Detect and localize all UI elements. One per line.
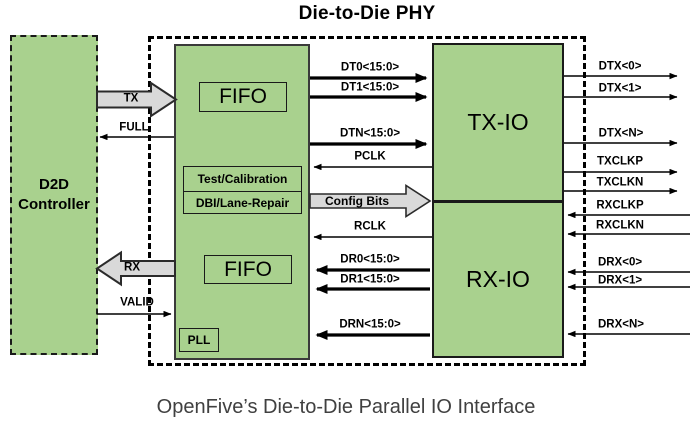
- drn-label: DRN<15:0>: [339, 318, 401, 331]
- tx-io-label: TX-IO: [467, 109, 529, 135]
- full-label: FULL: [119, 121, 149, 134]
- dt1-label: DT1<15:0>: [340, 81, 400, 94]
- tx-fifo-block: FIFO: [199, 82, 287, 112]
- d2d-controller-block: D2D Controller: [10, 35, 98, 355]
- txclkp-label: TXCLKP: [597, 155, 643, 168]
- phy-boundary-box: [148, 36, 586, 366]
- test-calibration-label: Test/Calibration: [197, 172, 288, 186]
- diagram-title: Die-to-Die PHY: [298, 3, 436, 24]
- dtx0-label: DTX<0>: [598, 60, 642, 73]
- d2d-controller-label-line1: D2D: [38, 175, 69, 193]
- dbi-lane-repair-label: DBI/Lane-Repair: [195, 195, 290, 210]
- rxclkp-label: RXCLKP: [596, 199, 644, 212]
- tx-io-block: TX-IO: [432, 43, 564, 202]
- dr1-label: DR1<15:0>: [340, 273, 400, 286]
- txclkn-label: TXCLKN: [596, 176, 644, 189]
- test-calibration-block: Test/Calibration: [183, 166, 302, 192]
- rclk-label: RCLK: [354, 220, 386, 233]
- pll-label: PLL: [187, 333, 211, 347]
- d2d-controller-label-line2: Controller: [18, 196, 90, 213]
- drx1-label: DRX<1>: [597, 274, 643, 287]
- tx-fifo-label: FIFO: [219, 85, 267, 108]
- rx-fifo-label: FIFO: [224, 257, 272, 281]
- dbi-lane-repair-block: DBI/Lane-Repair: [183, 191, 302, 214]
- pclk-label: PCLK: [354, 150, 386, 163]
- dt0-label: DT0<15:0>: [340, 61, 400, 74]
- pll-block: PLL: [179, 328, 219, 352]
- rxclkn-label: RXCLKN: [596, 219, 644, 232]
- valid-label: VALID: [120, 296, 154, 309]
- dtx1-label: DTX<1>: [598, 82, 642, 95]
- rx-io-label: RX-IO: [466, 266, 530, 292]
- drx0-label: DRX<0>: [597, 256, 643, 269]
- rx-io-block: RX-IO: [432, 201, 564, 358]
- dtxn-label: DTX<N>: [598, 127, 644, 140]
- dtn-label: DTN<15:0>: [339, 127, 401, 140]
- rx-label: RX: [124, 261, 140, 274]
- diagram-caption: OpenFive’s Die-to-Die Parallel IO Interf…: [156, 396, 536, 418]
- tx-label: TX: [123, 92, 139, 105]
- dr0-label: DR0<15:0>: [340, 253, 400, 266]
- config-bits-label: Config Bits: [325, 194, 389, 208]
- rx-fifo-block: FIFO: [204, 255, 292, 284]
- drxn-label: DRX<N>: [597, 318, 645, 331]
